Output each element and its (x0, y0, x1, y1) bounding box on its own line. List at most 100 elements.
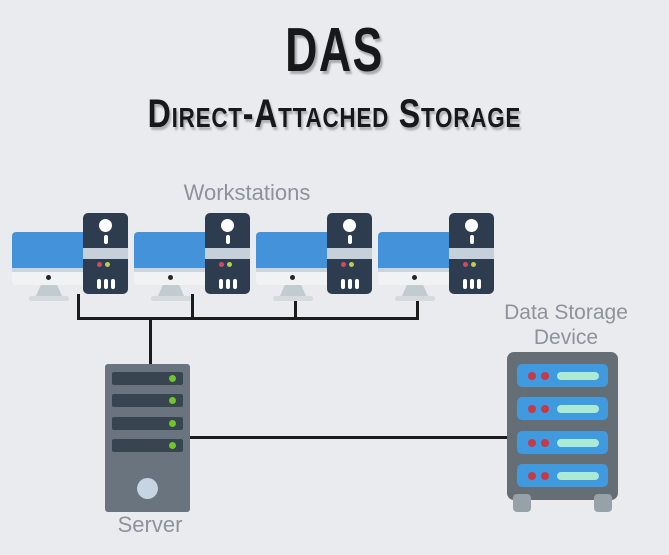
tower-vent (233, 279, 237, 289)
storage-label-line2: Device (533, 326, 599, 349)
tower-led-green (349, 262, 354, 267)
monitor-bezel-strip (12, 268, 86, 272)
workstations-label: Workstations (183, 180, 311, 205)
tower-led-green (471, 262, 476, 267)
server-led-green (169, 420, 176, 427)
drop-line-workstation-1 (77, 294, 80, 319)
monitor-base (151, 296, 191, 301)
tower-power-button (465, 219, 478, 232)
monitor-base (395, 296, 435, 301)
storage-drive-bay (517, 431, 608, 454)
storage-led-red (541, 439, 549, 447)
storage-drive-bay (517, 397, 608, 420)
server-label: Server (117, 512, 183, 537)
tower-slot (225, 235, 230, 244)
monitor-base (273, 296, 313, 301)
storage-label-line1: Data Storage (504, 301, 628, 324)
storage-led-red (541, 472, 549, 480)
monitor-bezel-strip (256, 268, 330, 272)
storage-handle (557, 372, 599, 380)
tower-vent (104, 279, 108, 289)
monitor-screen (256, 232, 330, 268)
monitor-stand (158, 283, 184, 296)
monitor-icon (134, 232, 208, 285)
monitor-base (29, 296, 69, 301)
storage-label: Data Storage Device (485, 300, 647, 350)
monitor-screen (378, 232, 452, 268)
workstation-2-icon (134, 212, 250, 302)
tower-led-red (219, 262, 224, 267)
tower-vent (111, 279, 115, 289)
storage-led-red (528, 439, 536, 447)
tower-power-button (99, 219, 112, 232)
bus-to-server-line (149, 318, 152, 366)
monitor-bezel-strip (378, 268, 452, 272)
tower-slot (347, 235, 352, 244)
monitor-stand (402, 283, 428, 296)
monitor-chin-dot (290, 275, 295, 280)
server-drive-bay (112, 439, 183, 452)
storage-drive-bay (517, 464, 608, 487)
server-drive-bay (112, 394, 183, 407)
workstation-3-icon (256, 212, 372, 302)
server-icon (105, 364, 190, 512)
tower-icon (449, 213, 494, 294)
storage-led-red (528, 372, 536, 380)
server-led-green (169, 442, 176, 449)
storage-device-icon (507, 352, 618, 512)
storage-led-red (528, 472, 536, 480)
storage-handle (557, 405, 599, 413)
tower-icon (327, 213, 372, 294)
tower-vent (463, 279, 467, 289)
monitor-chin-dot (412, 275, 417, 280)
page-title: DAS (285, 16, 384, 85)
tower-led-green (105, 262, 110, 267)
tower-vent (477, 279, 481, 289)
title-block: DAS Direct-Attached Storage (0, 16, 669, 136)
workstation-4-icon (378, 212, 494, 302)
storage-foot (594, 494, 612, 512)
tower-drive-band (83, 248, 128, 259)
monitor-screen (12, 232, 86, 268)
monitor-screen (134, 232, 208, 268)
bus-line (77, 317, 419, 320)
storage-led-red (528, 405, 536, 413)
storage-handle (557, 439, 599, 447)
drop-line-workstation-2 (191, 294, 194, 319)
tower-vent (97, 279, 101, 289)
drop-line-workstation-3 (294, 294, 297, 319)
server-drive-bay (112, 372, 183, 385)
workstation-1-icon (12, 212, 128, 302)
tower-power-button (343, 219, 356, 232)
tower-vent (341, 279, 345, 289)
tower-vent (355, 279, 359, 289)
storage-foot (513, 494, 531, 512)
tower-led-red (97, 262, 102, 267)
tower-slot (469, 235, 474, 244)
drop-line-workstation-4 (416, 294, 419, 319)
server-power-button (137, 478, 158, 499)
tower-power-button (221, 219, 234, 232)
tower-led-red (341, 262, 346, 267)
tower-vent (219, 279, 223, 289)
monitor-chin-dot (168, 275, 173, 280)
server-drive-bay (112, 417, 183, 430)
monitor-chin-dot (46, 275, 51, 280)
monitor-bezel-strip (134, 268, 208, 272)
storage-led-red (541, 405, 549, 413)
tower-icon (205, 213, 250, 294)
tower-drive-band (449, 248, 494, 259)
server-to-storage-line (188, 436, 509, 439)
storage-drive-bay (517, 364, 608, 387)
server-led-green (169, 375, 176, 382)
tower-led-green (227, 262, 232, 267)
tower-vent (470, 279, 474, 289)
tower-drive-band (327, 248, 372, 259)
monitor-stand (280, 283, 306, 296)
storage-handle (557, 472, 599, 480)
monitor-icon (12, 232, 86, 285)
tower-led-red (463, 262, 468, 267)
storage-led-red (541, 372, 549, 380)
page-subtitle: Direct-Attached Storage (147, 92, 522, 136)
